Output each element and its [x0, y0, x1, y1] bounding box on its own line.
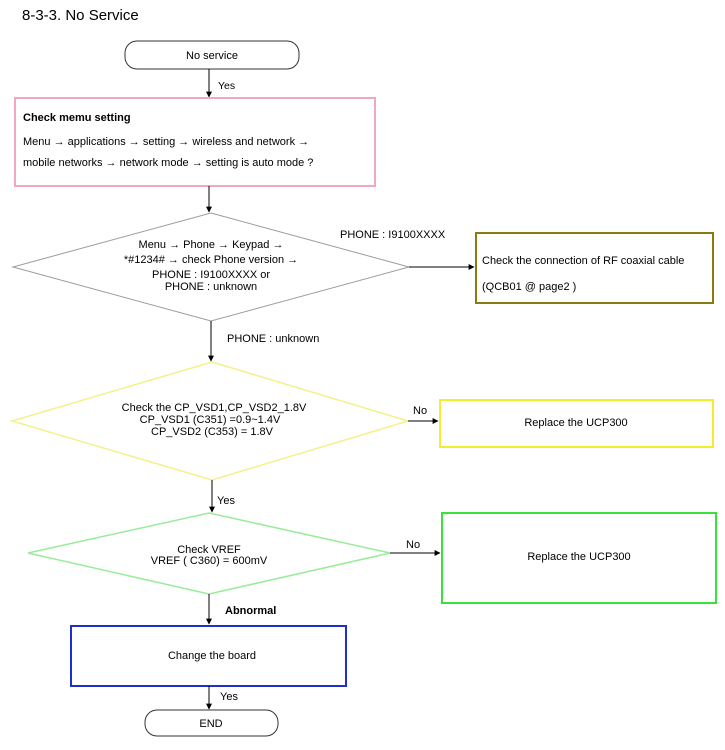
phone-version-line3: PHONE : I9100XXXX or — [152, 269, 270, 281]
start-label: No service — [186, 50, 238, 62]
check-menu-heading: Check memu setting — [23, 112, 131, 124]
replace-ucp300-node-2: Replace the UCP300 — [441, 512, 717, 604]
vsd-check-line1: Check the CP_VSD1,CP_VSD2_1.8V — [122, 402, 307, 414]
edge-label-yes2: Yes — [217, 495, 235, 507]
check-menu-node: Check memu setting Menu → applications →… — [14, 97, 376, 187]
vref-check-line1: Check VREF — [177, 544, 241, 556]
vsd-check-line3: CP_VSD2 (C353) = 1.8V — [151, 426, 274, 438]
edge-label-no1: No — [413, 405, 427, 417]
edge-label-phone-unknown: PHONE : unknown — [227, 333, 319, 345]
change-board-node: Change the board — [70, 625, 347, 687]
replace-ucp300-label-2: Replace the UCP300 — [527, 551, 630, 563]
page-title: 8-3-3. No Service — [22, 7, 139, 24]
phone-version-line2: *#1234# → check Phone version → — [124, 254, 298, 266]
end-node: END — [144, 709, 279, 737]
change-board-label: Change the board — [168, 650, 256, 662]
vref-check-line2: VREF ( C360) = 600mV — [151, 555, 268, 567]
replace-ucp300-label-1: Replace the UCP300 — [524, 417, 627, 429]
start-node: No service — [124, 40, 300, 70]
vsd-check-line2: CP_VSD1 (C351) =0.9~1.4V — [140, 414, 281, 426]
edge-label-phone-known: PHONE : I9100XXXX — [340, 229, 446, 241]
edge-label-yes1: Yes — [218, 80, 235, 92]
vref-check-decision: Check VREF VREF ( C360) = 600mV — [27, 512, 391, 595]
rf-cable-node: Check the connection of RF coaxial cable… — [475, 232, 714, 304]
vsd-check-decision: Check the CP_VSD1,CP_VSD2_1.8V CP_VSD1 (… — [9, 361, 411, 481]
edge-label-abnormal: Abnormal — [225, 605, 276, 617]
replace-ucp300-node-1: Replace the UCP300 — [439, 399, 714, 448]
phone-version-line1: Menu → Phone → Keypad → — [139, 239, 284, 251]
edge-label-no2: No — [406, 539, 420, 551]
end-label: END — [199, 718, 222, 730]
rf-cable-line2: (QCB01 @ page2 ) — [482, 281, 576, 293]
check-menu-line1: Menu → applications → setting → wireless… — [23, 136, 309, 148]
phone-version-line4: PHONE : unknown — [165, 281, 257, 293]
rf-cable-line1: Check the connection of RF coaxial cable — [482, 255, 684, 267]
edge-label-yes3: Yes — [220, 691, 238, 703]
check-menu-line2: mobile networks → network mode → setting… — [23, 157, 313, 169]
phone-version-decision: Menu → Phone → Keypad → *#1234# → check … — [11, 212, 411, 322]
